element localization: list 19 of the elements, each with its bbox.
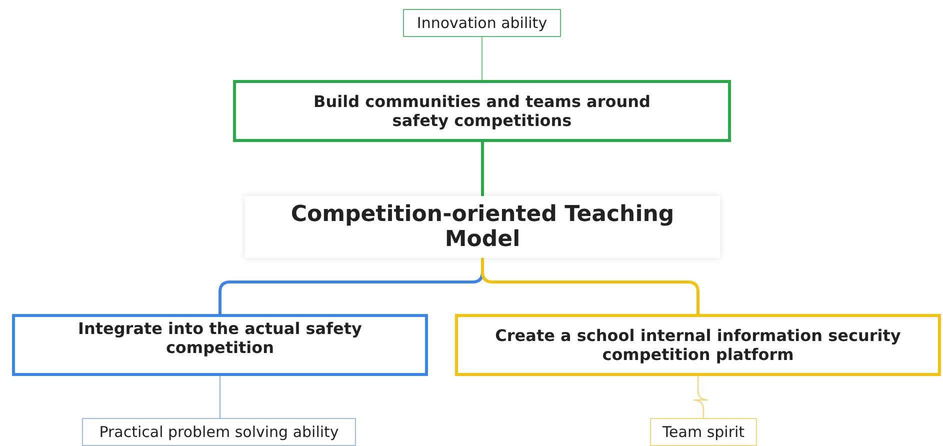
connector-line [481, 37, 483, 80]
branch-box [12, 314, 428, 376]
node-label: Create a school internal information security competition platform [494, 326, 902, 364]
connector-line [219, 376, 221, 418]
node-label: Team spirit [662, 423, 745, 441]
connector-line [692, 376, 709, 418]
central-topic-box [245, 196, 720, 258]
node-label: Integrate into the actual safety competition [77, 319, 363, 357]
node-label: Build communities and teams around safety competitions [312, 92, 652, 130]
branch-box [455, 314, 941, 376]
topic-box [650, 418, 757, 446]
connector-line [481, 258, 700, 314]
topic-box [82, 418, 356, 446]
branch-box [233, 80, 731, 142]
connector-line [481, 142, 484, 196]
node-label: Innovation ability [416, 14, 548, 32]
node-label: Practical problem solving ability [99, 423, 339, 441]
topic-box [403, 9, 561, 37]
node-label: Competition-oriented Teaching Model [290, 202, 676, 252]
